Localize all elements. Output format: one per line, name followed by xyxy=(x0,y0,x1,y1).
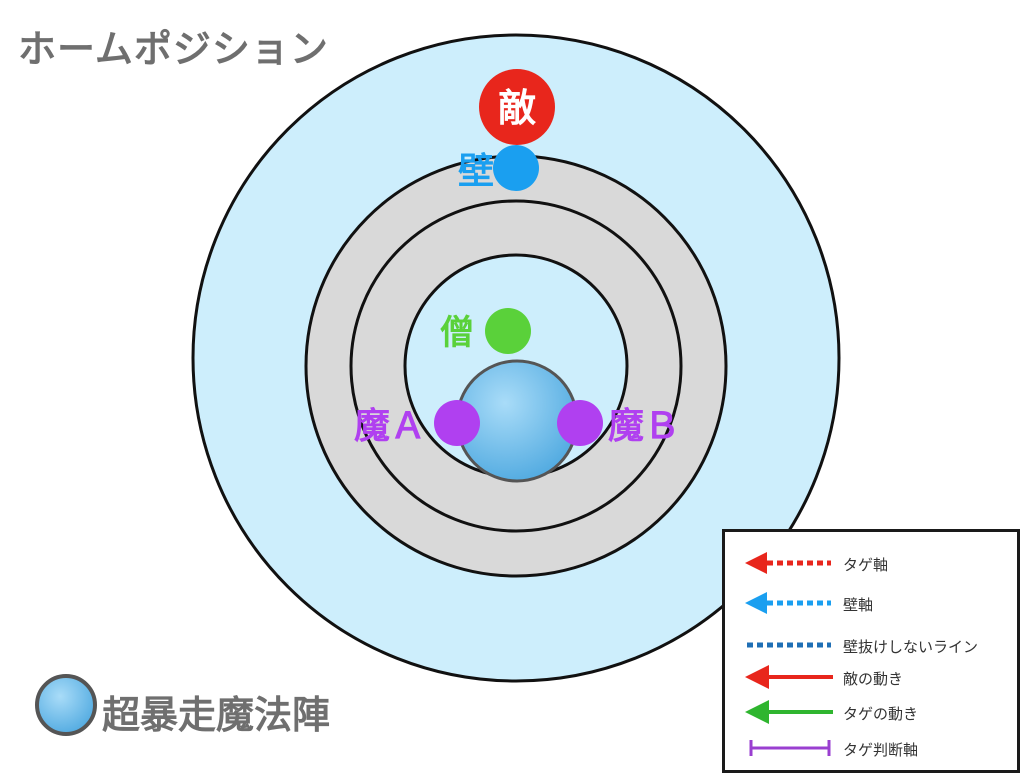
legend-label: 壁軸 xyxy=(843,596,874,614)
arrow-left-icon xyxy=(745,592,831,614)
legend-label: タゲ判断軸 xyxy=(843,741,919,759)
enemy-label: 敵 xyxy=(498,86,536,130)
legend-item-target-movement: タゲの動き xyxy=(725,697,1017,727)
wall-label: 壁 xyxy=(458,151,494,192)
arrow-left-icon xyxy=(745,700,833,724)
double-bar-icon xyxy=(749,740,831,756)
arrow-left-icon xyxy=(745,552,831,574)
arrow-left-icon xyxy=(745,665,833,689)
legend-label: タゲの動き xyxy=(843,705,919,723)
mage-b-label: 魔Ｂ xyxy=(608,406,680,447)
legend-label: タゲ軸 xyxy=(843,556,889,574)
legend-item-target-axis: タゲ軸 xyxy=(725,548,1017,578)
dotted-line-icon xyxy=(747,642,831,648)
legend-item-no-pass-line: 壁抜けしないライン xyxy=(725,630,1017,660)
legend-label: 壁抜けしないライン xyxy=(843,638,979,656)
legend: タゲ軸 壁軸 壁抜けしないライン 敵の動き xyxy=(722,529,1020,773)
legend-label: 敵の動き xyxy=(843,670,904,688)
legend-item-enemy-movement: 敵の動き xyxy=(725,662,1017,692)
priest-label: 僧 xyxy=(440,313,474,353)
mage-b-marker xyxy=(557,400,603,446)
mage-a-label: 魔Ａ xyxy=(354,406,426,447)
legend-item-wall-axis: 壁軸 xyxy=(725,588,1017,618)
legend-item-target-judgment-axis: タゲ判断軸 xyxy=(725,733,1017,763)
magic-circle-label: 超暴走魔法陣 xyxy=(102,693,331,737)
mage-a-marker xyxy=(434,400,480,446)
wall-marker xyxy=(493,145,539,191)
magic-circle-legend-icon xyxy=(35,674,97,736)
enemy-marker xyxy=(479,69,555,145)
page-title: ホームポジション xyxy=(18,27,329,71)
priest-marker xyxy=(485,308,531,354)
